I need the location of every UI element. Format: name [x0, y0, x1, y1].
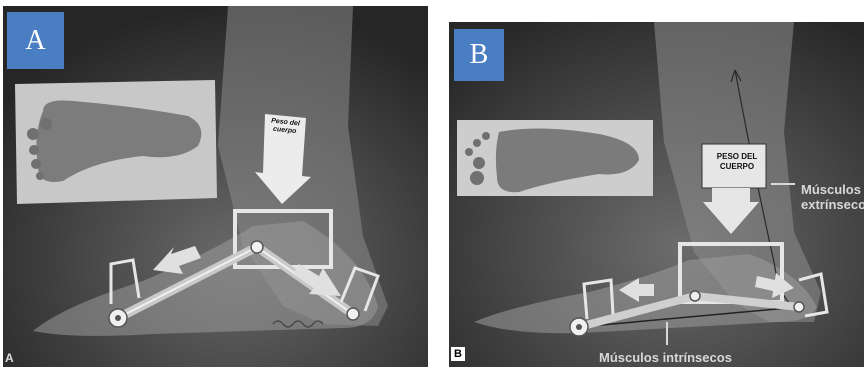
ankle-joint [251, 241, 263, 253]
heel-joint [794, 302, 804, 312]
body-weight-label: PESO DEL CUERPO [707, 152, 767, 172]
extrinsic-muscles-label: Músculos extrínsecos [801, 182, 863, 212]
panel-a: A Peso del cuerpo A [3, 6, 428, 367]
panel-b-corner-letter: B [451, 347, 465, 361]
footprint-card [457, 120, 653, 196]
panel-a-corner-letter: A [5, 351, 14, 365]
ankle-joint [690, 291, 700, 301]
panel-a-badge: A [7, 12, 64, 69]
panel-b: B PESO DEL CUERPO Músculos extrínsecos M… [449, 22, 864, 367]
heel-joint [347, 308, 359, 320]
footprint-card [15, 80, 217, 204]
panel-b-badge: B [454, 29, 504, 81]
panel-a-illustration [3, 6, 428, 367]
intrinsic-muscles-label: Músculos intrínsecos [599, 350, 732, 365]
